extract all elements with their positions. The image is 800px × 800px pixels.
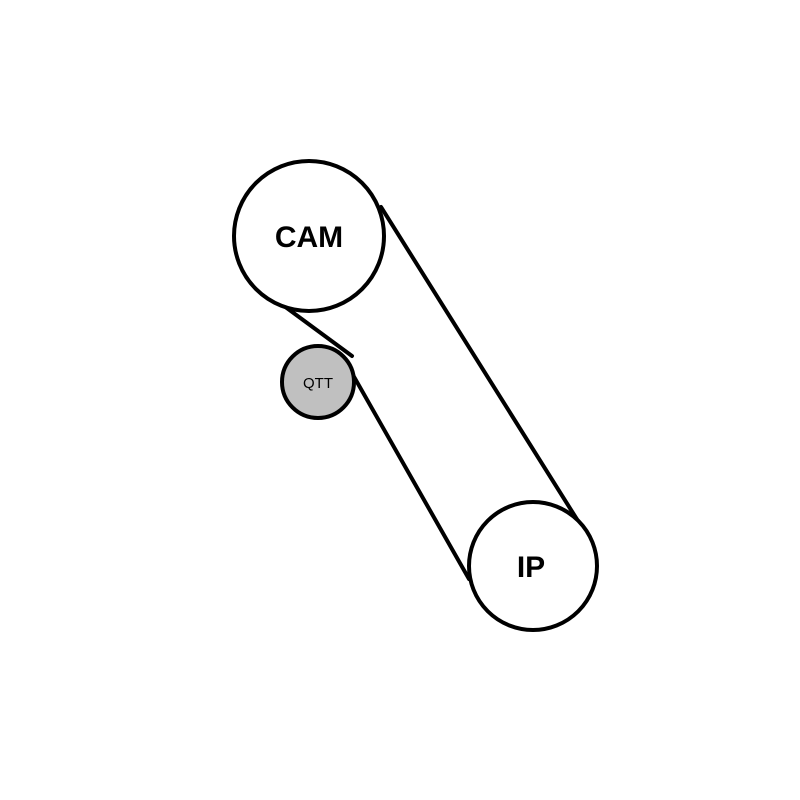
cam-pulley-circle: [232, 159, 386, 313]
qtt-label: QTT: [303, 375, 333, 392]
ip-pulley-circle: [467, 500, 599, 632]
belt-span-cam-qtt: [278, 301, 354, 358]
cam-label: CAM: [275, 221, 343, 254]
cam-pulley: CAM: [232, 159, 386, 313]
ip-label: IP: [517, 551, 545, 584]
belt-span-qtt-ip: [351, 373, 471, 581]
qtt-idler: QTT: [280, 344, 356, 420]
belt-span-cam-ip: [379, 205, 580, 523]
ip-pulley: IP: [467, 500, 599, 632]
qtt-idler-circle: [280, 344, 356, 420]
